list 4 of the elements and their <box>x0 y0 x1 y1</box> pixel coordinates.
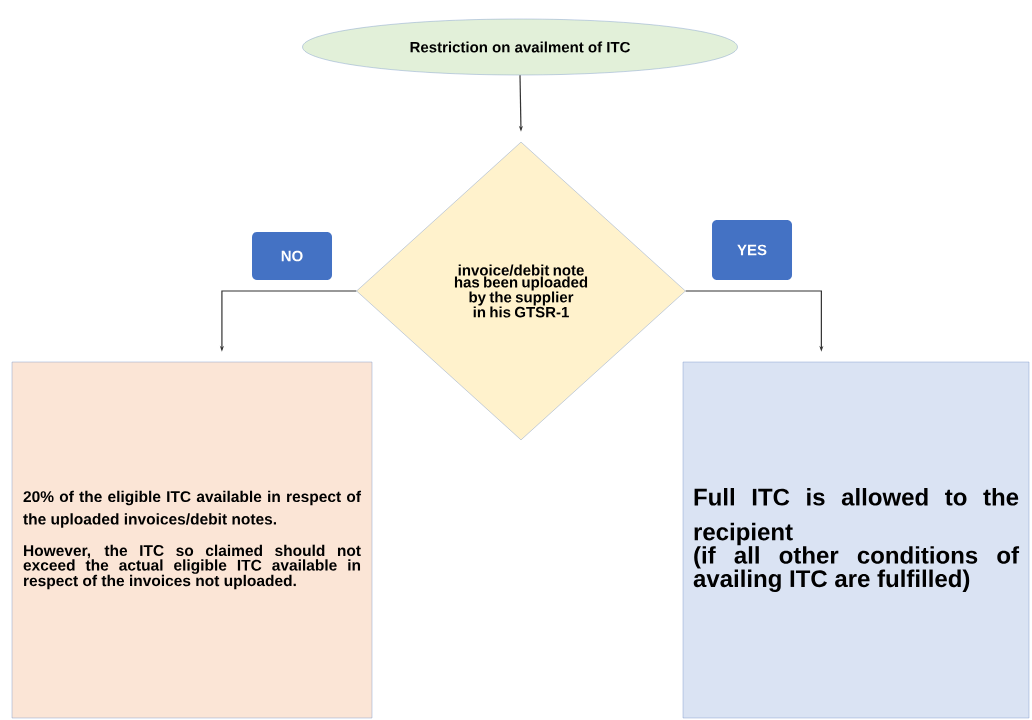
result-box: 20% of the eligible ITC available in respect of the uploaded invoices/debit notes. However, the ITC so claimed should not exceed the actual eligible ITC available in respect of the invoices not uploaded. <box>11 361 373 719</box>
label-tag: YES <box>712 220 792 280</box>
label-tag: NO <box>252 232 332 280</box>
result-box: Full ITC is allowed to the recipient (if all other conditions of availing ITC are fulfilled) <box>682 361 1030 719</box>
